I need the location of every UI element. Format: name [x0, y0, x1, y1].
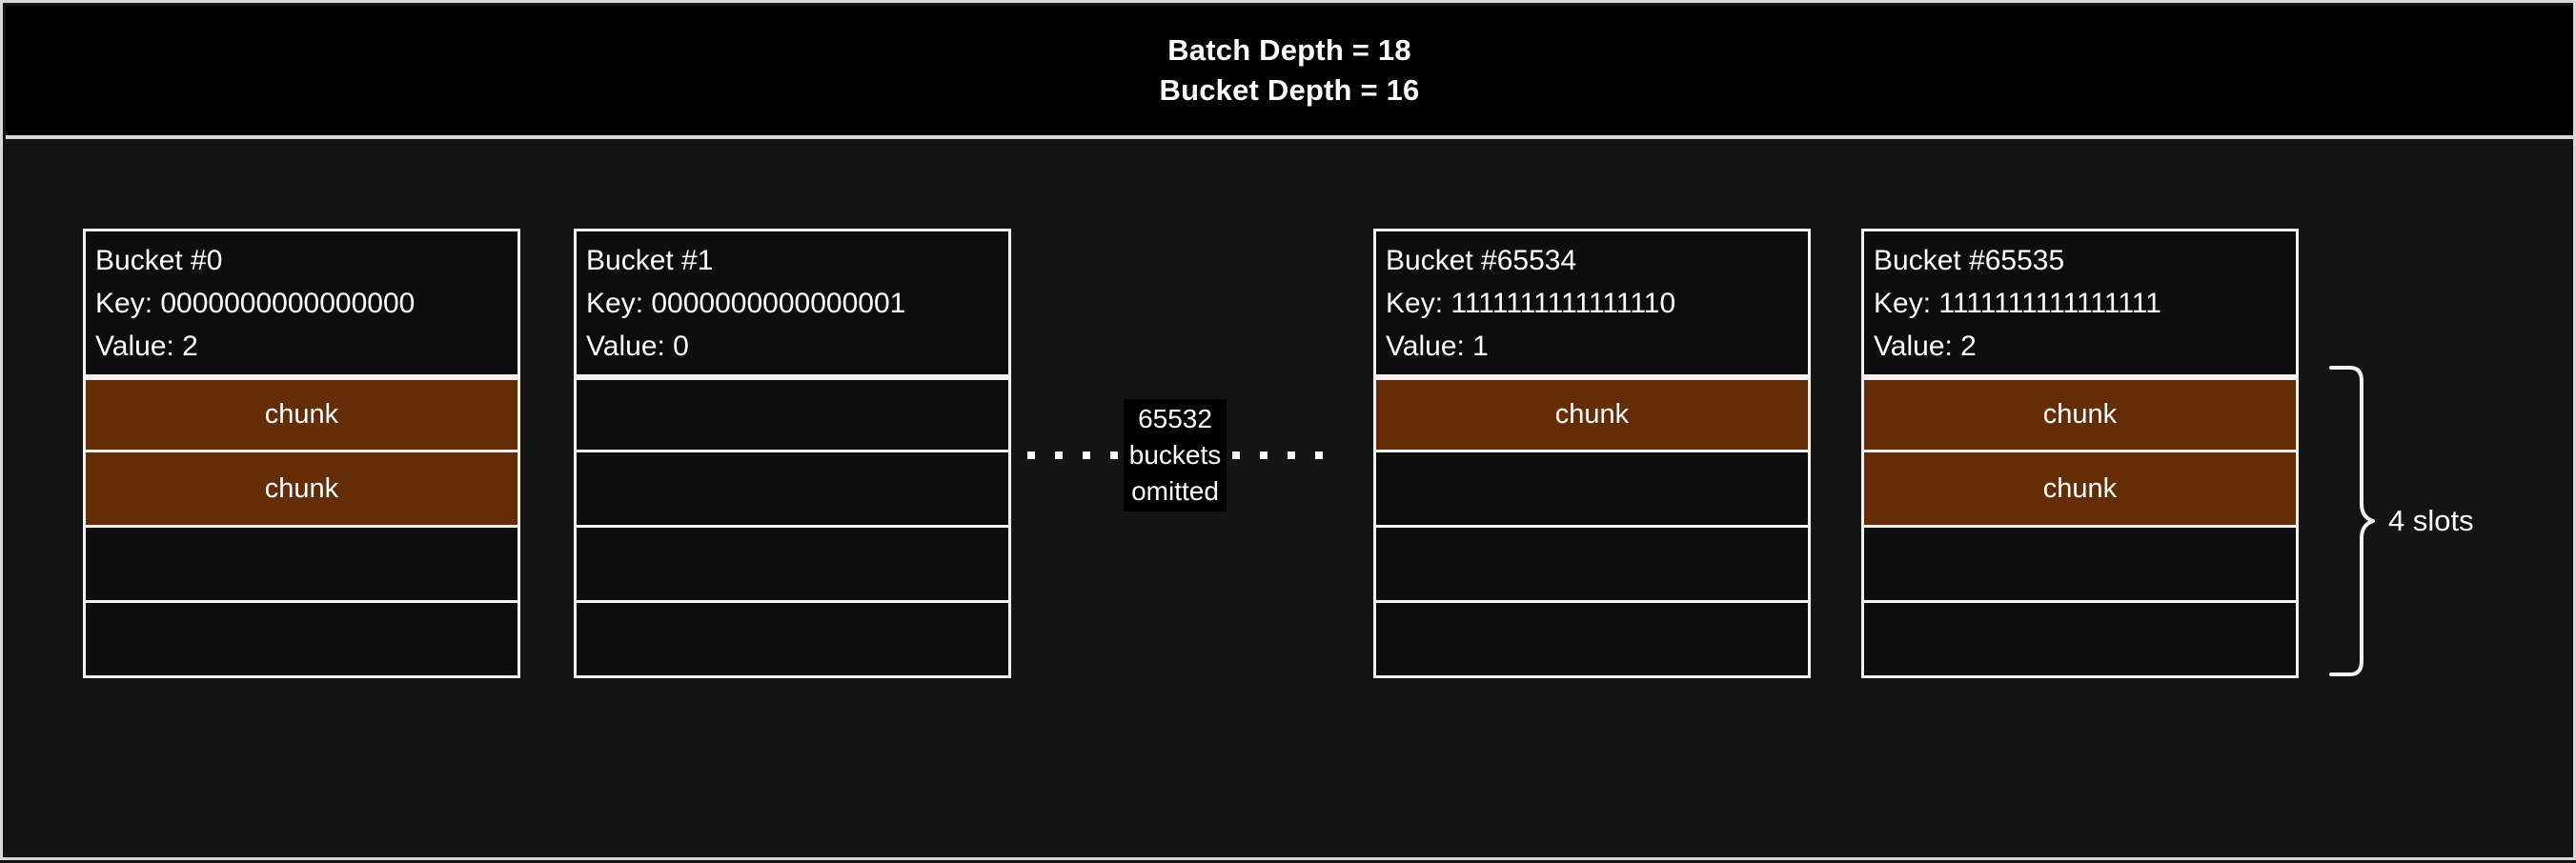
bucket-65534-key: Key: 1111111111111110 [1386, 288, 1676, 319]
bucket-65535-header: Bucket #65535 Key: 1111111111111111 Valu… [1861, 229, 2299, 377]
bucket-1: Bucket #1 Key: 0000000000000001 Value: 0 [574, 229, 1011, 678]
ellipsis-dot [1260, 452, 1268, 459]
bucket-65534-slot-3 [1373, 603, 1811, 678]
bucket-65534-slots: chunk [1373, 377, 1811, 678]
chunk-label: chunk [2042, 472, 2118, 504]
bucket-65534-header: Bucket #65534 Key: 1111111111111110 Valu… [1373, 229, 1811, 377]
bucket-65535-slots: chunk chunk [1861, 377, 2299, 678]
bucket-65535-slot-1: chunk [1861, 452, 2299, 528]
bucket-65535-slot-2 [1861, 528, 2299, 603]
bucket-65535-slot-3 [1861, 603, 2299, 678]
bucket-1-slot-0 [574, 377, 1011, 452]
ellipsis-dot [1232, 452, 1241, 459]
bucket-1-slot-2 [574, 528, 1011, 603]
bucket-0-slot-2 [83, 528, 520, 603]
ellipsis-dot [1109, 452, 1118, 459]
bucket-0-slot-0: chunk [83, 377, 520, 452]
bucket-1-slots [574, 377, 1011, 678]
bucket-65535-value: Value: 2 [1874, 331, 1977, 362]
bucket-1-title: Bucket #1 [586, 245, 714, 276]
bucket-0-slot-1: chunk [83, 452, 520, 528]
bucket-65534-value: Value: 1 [1386, 331, 1489, 362]
ellipsis-dot [1315, 452, 1324, 459]
bucket-1-slot-3 [574, 603, 1011, 678]
bucket-0-key: Key: 0000000000000000 [95, 288, 416, 319]
bucket-0-slot-3 [83, 603, 520, 678]
bucket-0-value: Value: 2 [95, 331, 198, 362]
omitted-suffix: omitted [1131, 476, 1219, 506]
ellipsis-dot [1082, 452, 1090, 459]
ellipsis-dot [1026, 452, 1035, 459]
slots-count-label: 4 slots [2388, 504, 2474, 537]
bucket-0: Bucket #0 Key: 0000000000000000 Value: 2… [83, 229, 520, 678]
dots-right [1232, 452, 1324, 459]
dots-left [1026, 452, 1118, 459]
ellipsis-dot [1288, 452, 1296, 459]
chunk-label: chunk [264, 399, 339, 430]
omitted-buckets-marker: 65532 buckets omitted [1026, 398, 1324, 512]
bucket-65534-title: Bucket #65534 [1386, 245, 1577, 276]
bucket-1-slot-1 [574, 452, 1011, 528]
bucket-65535-slot-0: chunk [1861, 377, 2299, 452]
bucket-0-slots: chunk chunk [83, 377, 520, 678]
bucket-0-header: Bucket #0 Key: 0000000000000000 Value: 2 [83, 229, 520, 377]
bucket-1-value: Value: 0 [586, 331, 689, 362]
bucket-65534-slot-2 [1373, 528, 1811, 603]
slots-annotation: 4 slots [2325, 364, 2573, 678]
curly-brace-icon [2329, 366, 2375, 676]
bucket-1-header: Bucket #1 Key: 0000000000000001 Value: 0 [574, 229, 1011, 377]
bucket-1-key: Key: 0000000000000001 [586, 288, 906, 319]
omitted-count: 65532 [1138, 404, 1212, 433]
bucket-0-title: Bucket #0 [95, 245, 223, 276]
bucket-65535-key: Key: 1111111111111111 [1874, 288, 2161, 319]
chunk-label: chunk [1554, 399, 1630, 430]
chunk-label: chunk [2042, 399, 2118, 430]
omitted-word: buckets [1128, 440, 1222, 470]
bucket-65535: Bucket #65535 Key: 1111111111111111 Valu… [1861, 229, 2299, 678]
batch-depth-label: Batch Depth = 18 [1167, 33, 1411, 67]
buckets-area: Bucket #0 Key: 0000000000000000 Value: 2… [3, 143, 2576, 863]
omitted-count-box: 65532 buckets omitted [1123, 399, 1227, 512]
header-band: Batch Depth = 18 Bucket Depth = 16 [6, 6, 2573, 139]
bucket-65534-slot-1 [1373, 452, 1811, 528]
bucket-65534-slot-0: chunk [1373, 377, 1811, 452]
ellipsis-dot [1054, 452, 1063, 459]
chunk-label: chunk [264, 472, 339, 504]
bucket-65534: Bucket #65534 Key: 1111111111111110 Valu… [1373, 229, 1811, 678]
bucket-depth-label: Bucket Depth = 16 [1159, 73, 1420, 107]
bucket-65535-title: Bucket #65535 [1874, 245, 2065, 276]
